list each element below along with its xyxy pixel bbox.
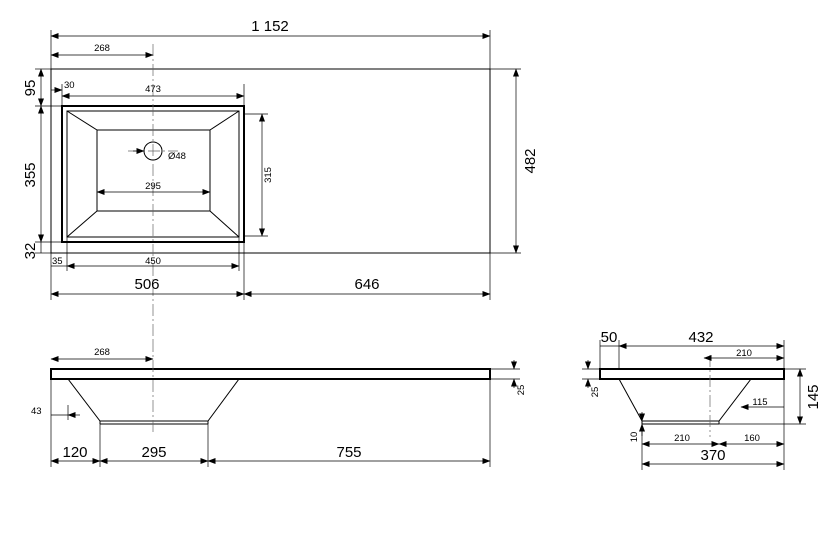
- front-bowl-profile: [67, 378, 240, 422]
- dim-plan-646: 646: [354, 276, 379, 293]
- dim-front-295: 295: [141, 444, 166, 461]
- dim-side-210-top: 210: [736, 348, 752, 359]
- dim-side-50: 50: [601, 329, 618, 346]
- dim-plan-506: 506: [134, 276, 159, 293]
- dim-plan-295: 295: [145, 181, 161, 192]
- dim-side-10: 10: [629, 432, 640, 443]
- front-view: 268 25 43 120 295 755: [31, 340, 527, 467]
- dim-side-145: 145: [805, 384, 822, 409]
- dim-side-432: 432: [688, 329, 713, 346]
- dim-plan-30: 30: [64, 80, 75, 91]
- dim-side-115: 115: [752, 397, 767, 408]
- side-slab: [599, 368, 785, 380]
- dim-plan-482: 482: [522, 148, 539, 173]
- dim-front-43: 43: [31, 406, 42, 417]
- dim-side-25: 25: [590, 387, 601, 398]
- dim-plan-95: 95: [22, 80, 39, 97]
- dim-plan-315: 315: [263, 167, 274, 183]
- dim-front-755: 755: [336, 444, 361, 461]
- front-slab: [50, 368, 491, 380]
- bowl-slope-tr: [209, 110, 240, 131]
- bowl-slope-br: [209, 210, 240, 238]
- bowl-slope-bl: [66, 210, 98, 238]
- dim-drain-diameter: Ø48: [168, 151, 186, 162]
- side-bowl-profile: [618, 378, 752, 422]
- dim-plan-450: 450: [145, 256, 161, 267]
- plan-view: 1 152 268 30 473 Ø48 295 315 482 95: [22, 18, 539, 340]
- dim-plan-268: 268: [94, 43, 110, 54]
- dim-side-210-bottom: 210: [674, 433, 690, 444]
- dim-front-120: 120: [62, 444, 87, 461]
- dim-plan-355: 355: [22, 162, 39, 187]
- dim-plan-473: 473: [145, 84, 161, 95]
- countertop-outline: [50, 68, 491, 254]
- dim-side-370: 370: [700, 447, 725, 464]
- dim-plan-35: 35: [52, 256, 63, 267]
- bowl-bottom: [96, 129, 211, 212]
- side-view: 50 432 210 25 145 115 10 210 160: [582, 329, 822, 470]
- dim-front-268: 268: [94, 347, 110, 358]
- dim-front-25: 25: [516, 385, 527, 396]
- dim-side-160: 160: [744, 433, 760, 444]
- bowl-slope-tl: [66, 110, 98, 131]
- dim-plan-32: 32: [22, 243, 39, 260]
- dim-overall-width: 1 152: [251, 18, 289, 35]
